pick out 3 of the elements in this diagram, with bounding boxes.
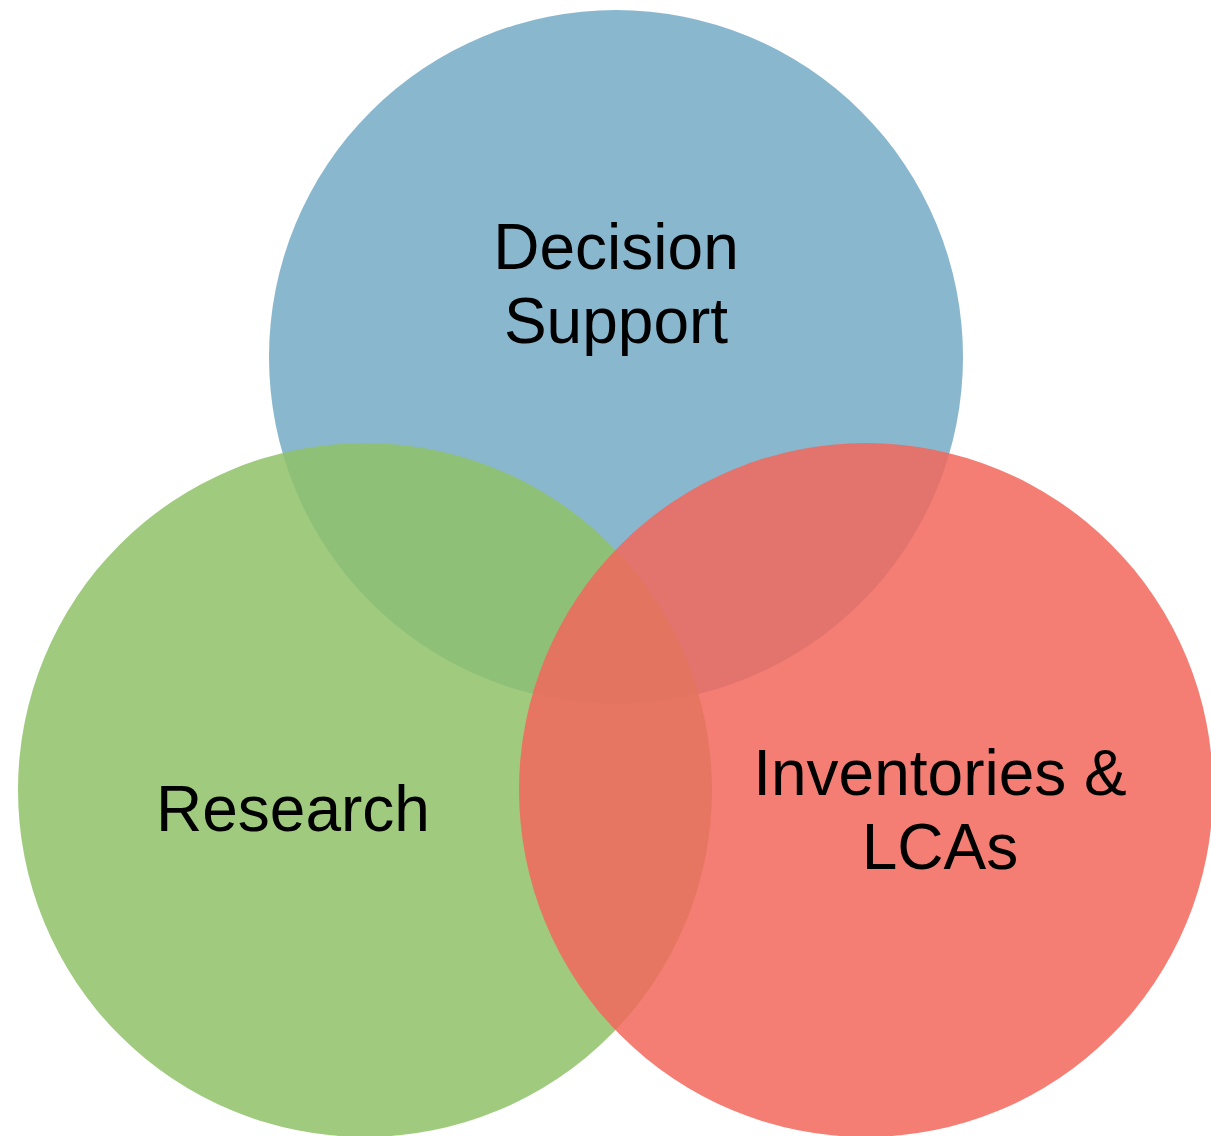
- circle-label: Inventories & LCAs: [752, 736, 1128, 884]
- circle-label: Research: [155, 772, 431, 846]
- circle-label: Decision Support: [492, 210, 740, 358]
